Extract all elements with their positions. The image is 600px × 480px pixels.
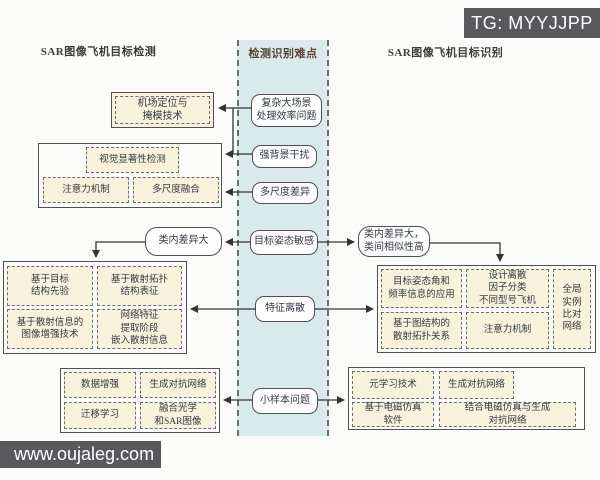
node-intra-class-difference: 类内差异大	[145, 227, 222, 256]
node-complex-scene: 复杂大场景 处理效率问题	[251, 94, 322, 127]
cell-attention-mechanism-rec: 注意力机制	[466, 312, 549, 349]
cell-transfer-learning: 迁移学习	[64, 402, 136, 429]
header-recognition: SAR图像飞机目标识别	[387, 47, 504, 59]
tg-watermark-bar: TG: MYYJJPP	[464, 8, 600, 38]
cell-meta-learning: 元学习技术	[352, 371, 434, 399]
cell-visual-saliency: 视觉显著性检测	[86, 147, 179, 173]
node-multiscale-difference: 多尺度差异	[252, 182, 318, 204]
cell-discrete-factor-classify: 设计离散 因子分类 不同型号飞机	[466, 269, 549, 308]
cell-scatter-topology-representation: 基于散射拓扑 结构表征	[97, 266, 182, 306]
tg-watermark-text: TG: MYYJJPP	[471, 12, 593, 33]
cell-graph-scatter-topology: 基于图结构的 散射拓扑关系	[381, 312, 462, 349]
airport-mask-label: 机场定位与 掩模技术	[115, 96, 210, 124]
group-recognition-smallsample	[348, 367, 585, 430]
group-detection-structure	[3, 261, 187, 354]
node-strong-background: 强背景干扰	[252, 145, 317, 168]
cell-gan-recognition: 生成对抗网络	[439, 371, 514, 399]
box-airport-mask: 机场定位与 掩模技术	[111, 92, 214, 128]
cell-target-structure-prior: 基于目标 结构先验	[7, 266, 93, 306]
cell-multiscale-fusion: 多尺度融合	[133, 177, 219, 203]
site-watermark-text: www.oujaleg.com	[14, 444, 155, 464]
group-detection-smallsample	[60, 368, 220, 433]
node-pose-sensitive: 目标姿态敏感	[250, 230, 318, 255]
node-intra-inter-class: 类内差异大， 类间相似性高	[358, 226, 430, 257]
group-detection-background	[38, 143, 222, 208]
arrow-interclass-to-recgroup1	[430, 242, 504, 262]
cell-scatter-image-enhancement: 基于散射信息的 图像增强技术	[7, 309, 93, 349]
node-small-sample: 小样本问题	[252, 388, 318, 414]
cell-network-embed-scatter: 网络特征 提取阶段 嵌入散射信息	[97, 309, 182, 349]
site-watermark-bar: www.oujaleg.com	[0, 441, 161, 468]
cell-gan-detection: 生成对抗网络	[140, 372, 216, 398]
cell-fuse-optical-sar: 融合光学 和SAR图像	[140, 402, 216, 429]
cell-em-simulation-software: 基于电磁仿真 软件	[352, 402, 434, 427]
cell-data-augmentation: 数据增强	[64, 372, 136, 398]
cell-em-simulation-gan: 结合电磁仿真与生成 对抗网络	[439, 402, 576, 427]
header-detection: SAR图像飞机目标检测	[40, 46, 157, 58]
group-recognition-feature	[377, 265, 596, 353]
cell-attention-mechanism-det: 注意力机制	[43, 177, 129, 203]
cell-global-instance-compare: 全局 实例 比对 网络	[553, 269, 591, 349]
node-feature-discrete: 特征离散	[255, 296, 315, 322]
arrow-intranode-to-group2	[92, 241, 145, 258]
header-difficulties: 检测识别难点	[248, 48, 318, 60]
cell-pose-frequency-info: 目标姿态角和 频率信息的应用	[381, 269, 462, 308]
